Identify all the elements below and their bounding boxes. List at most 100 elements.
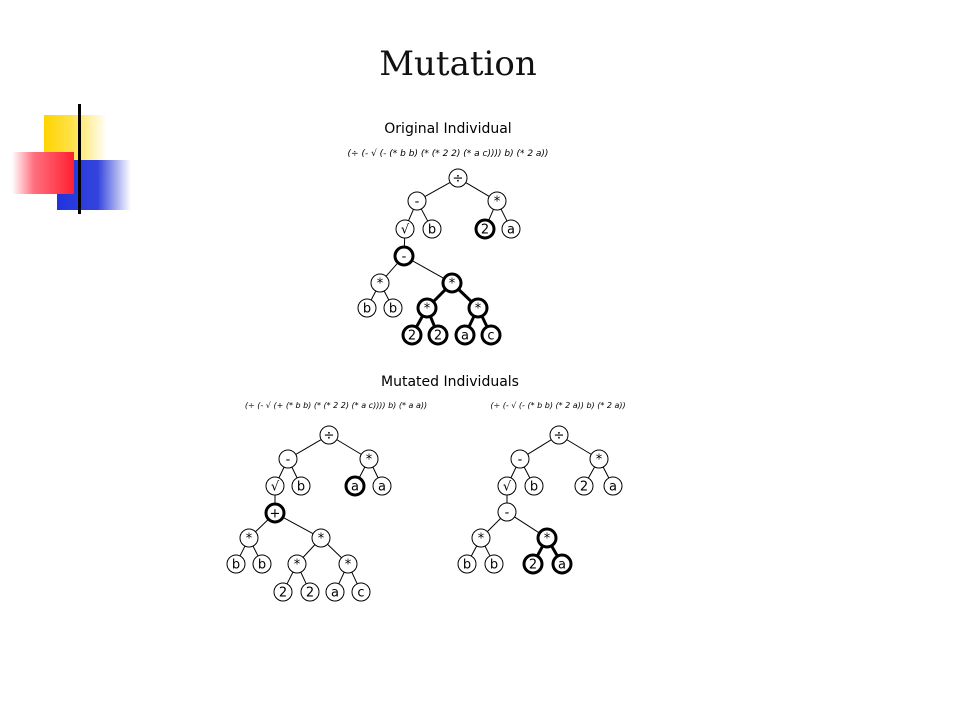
tree-node-label: 2 — [481, 223, 489, 238]
tree-node-circle — [357, 298, 377, 318]
tree-node-label: 2 — [580, 480, 588, 495]
tree-node-circle — [287, 554, 307, 574]
tree-node-label: - — [402, 250, 407, 265]
tree-node-circle — [325, 582, 345, 602]
tree-node-label: a — [507, 223, 515, 238]
tree-node-circle — [448, 168, 468, 188]
tree-node-circle — [454, 324, 476, 346]
tree-node-label: - — [286, 453, 291, 468]
tree-node-label: * — [494, 195, 501, 210]
tree-node-circle — [372, 476, 392, 496]
tree-node-circle — [407, 191, 427, 211]
tree-node-circle — [401, 324, 423, 346]
tree-node-circle — [393, 245, 415, 267]
tree-node-label: ÷ — [453, 172, 464, 187]
tree-node-circle — [457, 554, 477, 574]
tree-node-label: a — [331, 586, 339, 601]
tree-node-circle — [549, 425, 569, 445]
tree-node-circle — [471, 528, 491, 548]
original-expression: (÷ (- √ (- (* b b) (* (* 2 2) (* a c))))… — [348, 148, 549, 159]
tree-node-circle — [524, 476, 544, 496]
tree-node-circle — [278, 449, 298, 469]
tree-node-label: c — [357, 586, 364, 601]
tree-edge — [383, 290, 390, 301]
tree-edge — [252, 545, 259, 557]
tree-edge — [351, 571, 358, 585]
tree-node-circle — [487, 191, 507, 211]
tree-edge — [372, 466, 379, 479]
tree-node-label: * — [449, 277, 456, 292]
tree-node-circle — [536, 527, 558, 549]
tree-node-circle — [395, 219, 415, 239]
tree-node-label: * — [596, 453, 603, 468]
tree-edge — [510, 466, 517, 479]
tree-node-label: - — [505, 506, 510, 521]
tree-node-label: * — [377, 277, 384, 292]
tree-edge — [457, 288, 473, 303]
tree-edge — [286, 571, 294, 585]
tree-edge — [487, 518, 501, 532]
tree-edge — [300, 571, 307, 585]
tree-node-label: b — [389, 302, 397, 317]
tree-node-circle — [311, 528, 331, 548]
decor-red-square — [12, 152, 74, 194]
tree-edge — [470, 545, 478, 557]
tree-edge — [385, 262, 399, 277]
tree-node-label: * — [318, 532, 325, 547]
tree-node-circle — [359, 449, 379, 469]
tree-node-label: b — [232, 558, 240, 573]
tree-edge — [370, 290, 377, 301]
tree-node-label: √ — [503, 480, 512, 495]
tree-node-label: a — [609, 480, 617, 495]
tree-node-label: * — [475, 302, 482, 317]
tree-edge — [338, 571, 345, 585]
tree-node-circle — [239, 528, 259, 548]
tree-node-circle — [497, 502, 517, 522]
tree-node-circle — [522, 553, 544, 575]
tree-edge — [484, 545, 491, 557]
tree-node-circle — [603, 476, 623, 496]
tree-node-label: √ — [401, 223, 410, 238]
tree-node-circle — [226, 554, 246, 574]
tree-edge — [295, 439, 322, 455]
tree-node-label: a — [558, 558, 566, 573]
tree-edge — [566, 439, 592, 455]
tree-node-label: * — [544, 532, 551, 547]
tree-node-label: 2 — [434, 329, 442, 344]
tree-node-label: a — [461, 329, 469, 344]
tree-edge — [336, 439, 362, 455]
mutated-heading: Mutated Individuals — [381, 374, 519, 390]
tree-node-label: b — [530, 480, 538, 495]
tree-edge — [420, 208, 429, 222]
tree-node-circle — [338, 554, 358, 574]
tree-edge — [432, 288, 447, 303]
tree-edge — [429, 315, 436, 328]
tree-edge — [424, 181, 451, 198]
tree-edge — [358, 466, 366, 479]
tree-edge — [500, 208, 508, 222]
tree-edge — [527, 439, 552, 455]
tree-node-circle — [422, 219, 442, 239]
tree-node-label: c — [487, 329, 494, 344]
tree-node-circle — [427, 324, 449, 346]
tree-edge — [411, 259, 445, 280]
tree-edge — [278, 466, 285, 479]
tree-node-label: * — [366, 453, 373, 468]
tree-edge — [480, 315, 489, 328]
tree-edge — [550, 545, 559, 557]
tree-node-circle — [291, 476, 311, 496]
tree-node-circle — [501, 219, 521, 239]
tree-node-label: b — [363, 302, 371, 317]
tree-node-circle — [252, 554, 272, 574]
tree-edge — [302, 544, 316, 558]
tree-node-label: ÷ — [324, 429, 335, 444]
tree-edge — [587, 466, 596, 479]
tree-node-label: * — [294, 558, 301, 573]
tree-node-circle — [416, 297, 438, 319]
tree-node-label: ÷ — [554, 429, 565, 444]
tree-node-circle — [344, 475, 366, 497]
tree-edge — [535, 545, 545, 557]
